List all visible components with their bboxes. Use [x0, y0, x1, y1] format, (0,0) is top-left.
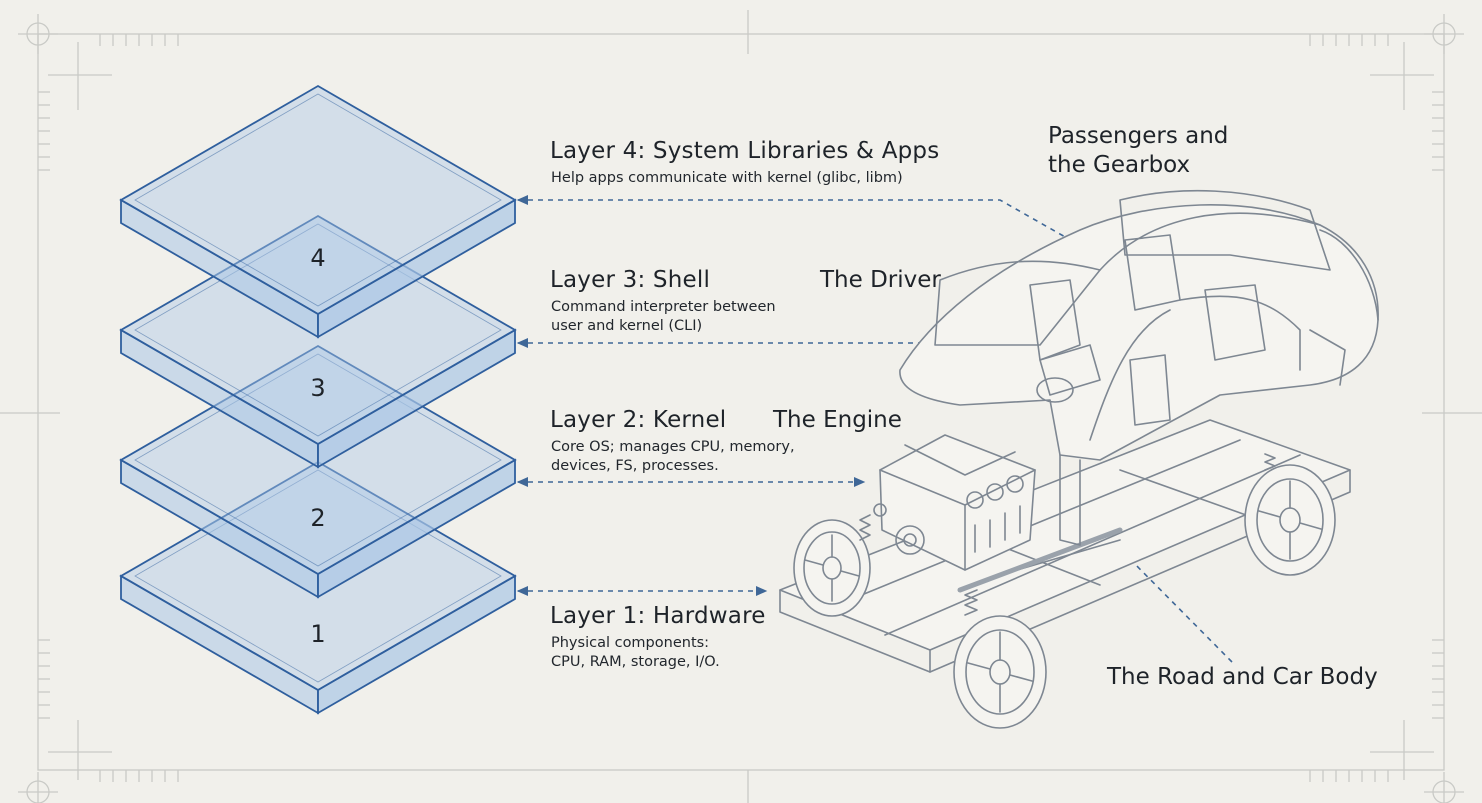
layer-number-1: 1 [310, 620, 325, 648]
suspension-spring [964, 589, 978, 616]
layer-4-description: Help apps communicate with kernel (glibc… [551, 170, 903, 186]
layer-3-description: Command interpreter between user and ker… [551, 299, 776, 334]
layer-2-description: Core OS; manages CPU, memory, devices, F… [551, 439, 795, 474]
layer-slab-4: 4 [119, 84, 517, 339]
layer-number-4: 4 [310, 244, 325, 272]
wheel-rear-left [1244, 464, 1336, 576]
crosshair-icon [1424, 772, 1464, 803]
crosshair-icon [18, 772, 58, 803]
car-illustration [779, 189, 1379, 729]
analogy-driver: The Driver [820, 267, 941, 293]
layer-1-description: Physical components: CPU, RAM, storage, … [551, 635, 720, 670]
analogy-road-car-body: The Road and Car Body [1107, 664, 1378, 690]
layer-2-title: Layer 2: Kernel [550, 407, 727, 433]
chassis-frame [779, 419, 1351, 673]
seats [1029, 234, 1266, 426]
driveshaft [957, 527, 1123, 593]
layer-stack: 1 2 3 4 [119, 84, 517, 715]
blueprint-frame [0, 10, 1482, 803]
layer-3-title: Layer 3: Shell [550, 267, 711, 293]
arrow-road [1121, 550, 1233, 663]
analogy-passengers-gearbox: Passengers and the Gearbox [1048, 123, 1229, 178]
crosshair-icon [18, 14, 58, 54]
crosshair-icon [1424, 14, 1464, 54]
layer-1-title: Layer 1: Hardware [550, 603, 766, 629]
car-body [899, 189, 1379, 546]
wheel-front-left [793, 519, 871, 617]
suspension-spring [1264, 453, 1276, 471]
layer-number-3: 3 [310, 374, 325, 402]
arrow-layer-4 [516, 194, 1099, 256]
wheel-front-right [953, 615, 1047, 729]
engine [873, 434, 1036, 571]
layer-4-title: Layer 4: System Libraries & Apps [550, 138, 940, 164]
layer-number-2: 2 [310, 504, 325, 532]
suspension-spring [859, 514, 871, 541]
analogy-engine: The Engine [773, 407, 902, 433]
ruler-ticks [38, 34, 1444, 782]
